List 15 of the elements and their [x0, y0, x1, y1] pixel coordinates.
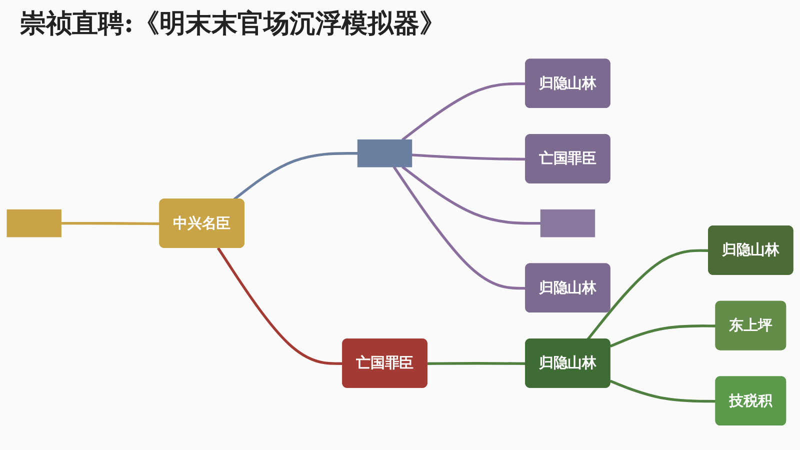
connector — [610, 324, 716, 348]
node-box — [540, 209, 596, 238]
connector — [61, 222, 160, 225]
connector — [233, 152, 358, 200]
title: 崇祯直聘:《明末末官场沉浮模拟器》 — [20, 8, 447, 41]
connector — [586, 249, 709, 340]
connector — [427, 362, 526, 365]
node-box — [357, 139, 412, 168]
connector — [402, 166, 541, 224]
connector — [392, 166, 526, 290]
node-box — [6, 209, 62, 238]
connector — [412, 153, 526, 160]
connector — [216, 247, 344, 365]
connector — [610, 380, 716, 403]
connector — [402, 82, 526, 141]
